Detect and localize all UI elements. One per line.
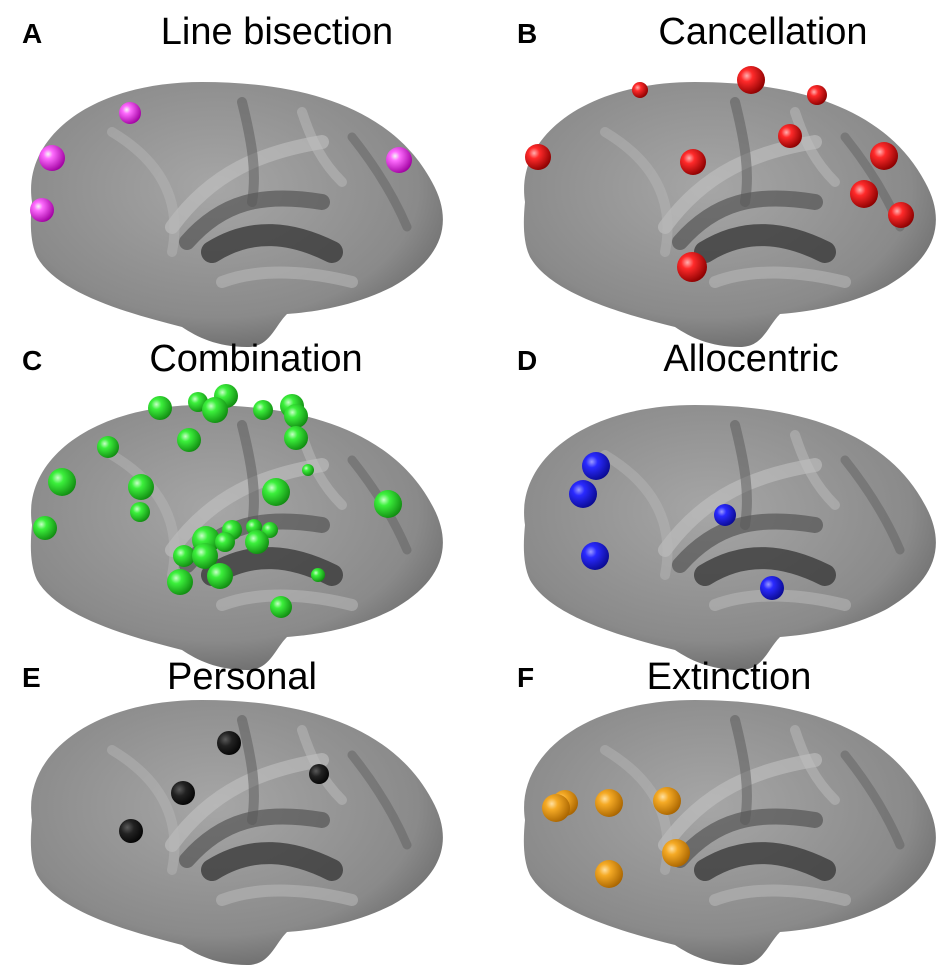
marker bbox=[202, 397, 228, 423]
marker bbox=[778, 124, 802, 148]
marker bbox=[386, 147, 412, 173]
marker bbox=[177, 428, 201, 452]
panel-d: D Allocentric bbox=[517, 338, 936, 670]
marker bbox=[850, 180, 878, 208]
panel-letter: D bbox=[517, 345, 537, 376]
marker bbox=[284, 404, 308, 428]
marker bbox=[39, 145, 65, 171]
marker bbox=[215, 532, 235, 552]
marker bbox=[760, 576, 784, 600]
marker bbox=[714, 504, 736, 526]
panel-title: Personal bbox=[167, 656, 317, 698]
panel-c: C Combination bbox=[22, 338, 443, 670]
marker bbox=[173, 545, 195, 567]
panel-b: B Cancellation bbox=[517, 11, 936, 347]
marker bbox=[119, 102, 141, 124]
marker bbox=[653, 787, 681, 815]
marker bbox=[97, 436, 119, 458]
marker bbox=[737, 66, 765, 94]
marker bbox=[595, 860, 623, 888]
marker bbox=[888, 202, 914, 228]
panel-title: Allocentric bbox=[663, 338, 838, 380]
panel-letter: E bbox=[22, 662, 41, 693]
marker bbox=[569, 480, 597, 508]
marker bbox=[128, 474, 154, 500]
marker bbox=[374, 490, 402, 518]
panel-letter: F bbox=[517, 662, 534, 693]
marker bbox=[262, 478, 290, 506]
marker bbox=[582, 452, 610, 480]
panel-letter: A bbox=[22, 18, 42, 49]
marker bbox=[253, 400, 273, 420]
marker bbox=[309, 764, 329, 784]
marker-group bbox=[525, 66, 914, 282]
marker-group bbox=[119, 731, 329, 843]
panel-letter: C bbox=[22, 345, 42, 376]
panel-e: E Personal bbox=[22, 656, 443, 965]
panel-title: Line bisection bbox=[161, 11, 393, 53]
marker bbox=[171, 781, 195, 805]
panel-f: F Extinction bbox=[517, 656, 936, 965]
marker bbox=[311, 568, 325, 582]
marker bbox=[270, 596, 292, 618]
marker bbox=[284, 426, 308, 450]
marker bbox=[30, 198, 54, 222]
marker bbox=[130, 502, 150, 522]
marker bbox=[542, 794, 570, 822]
marker-group bbox=[542, 787, 690, 888]
marker bbox=[119, 819, 143, 843]
marker bbox=[192, 543, 218, 569]
marker bbox=[48, 468, 76, 496]
marker bbox=[595, 789, 623, 817]
brain-surface bbox=[31, 82, 443, 347]
marker-group bbox=[30, 102, 412, 222]
marker bbox=[632, 82, 648, 98]
brain-surface bbox=[524, 82, 936, 347]
panel-title: Extinction bbox=[647, 656, 812, 698]
marker bbox=[245, 530, 269, 554]
marker bbox=[807, 85, 827, 105]
marker bbox=[525, 144, 551, 170]
marker bbox=[33, 516, 57, 540]
marker bbox=[207, 563, 233, 589]
marker bbox=[870, 142, 898, 170]
marker bbox=[148, 396, 172, 420]
marker bbox=[680, 149, 706, 175]
brain-surface bbox=[524, 405, 936, 670]
marker bbox=[217, 731, 241, 755]
marker-group bbox=[569, 452, 784, 600]
brain-surface bbox=[524, 700, 936, 965]
marker bbox=[662, 839, 690, 867]
marker bbox=[302, 464, 314, 476]
panel-a: A Line bisection bbox=[22, 11, 443, 347]
marker bbox=[262, 522, 278, 538]
panel-letter: B bbox=[517, 18, 537, 49]
panel-title: Combination bbox=[149, 338, 362, 380]
marker bbox=[167, 569, 193, 595]
marker bbox=[677, 252, 707, 282]
marker bbox=[581, 542, 609, 570]
panel-title: Cancellation bbox=[658, 11, 867, 53]
marker-group bbox=[33, 384, 402, 618]
